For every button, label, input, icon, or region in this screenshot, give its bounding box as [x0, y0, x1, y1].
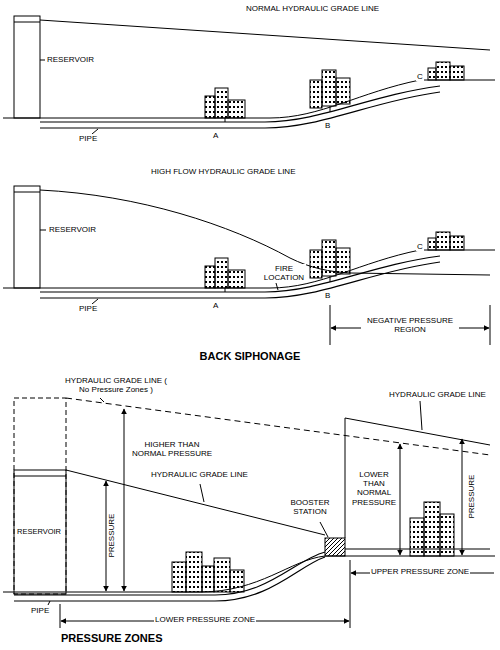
label-text: B [324, 291, 331, 300]
zone-bracket [350, 560, 351, 628]
pipe [40, 86, 440, 122]
label-text: UPPER PRESSURE ZONE [370, 567, 470, 576]
reservoir [14, 470, 66, 594]
label-text: PIPE [78, 304, 98, 313]
label-text: LOWER THAN NORMAL PRESSURE [350, 470, 398, 507]
pipe [14, 552, 325, 595]
reservoir [14, 16, 40, 118]
caption-text: BACK SIPHONAGE [199, 350, 302, 363]
pressure-arrow [124, 409, 125, 591]
pipe [40, 256, 440, 292]
label-text: B [324, 121, 331, 130]
label-text: HYDRAULIC GRADE LINE [388, 390, 487, 399]
label-text: PIPE [78, 134, 98, 143]
label-text: PRESSURE [467, 474, 476, 520]
label-text: HYDRAULIC GRADE LINE ( No Pressure Zones… [60, 376, 172, 394]
reservoir-extension [14, 398, 66, 594]
label-text: HYDRAULIC GRADE LINE [150, 470, 249, 479]
label-text: NEGATIVE PRESSURE REGION [361, 316, 459, 334]
panel-high-flow [3, 186, 495, 345]
hydraulic-grade-line [345, 418, 490, 445]
label-text: RESERVOIR [16, 528, 62, 537]
label-text: PIPE [30, 606, 50, 615]
label-text: A [212, 301, 219, 310]
hydraulic-grade-line [40, 20, 490, 50]
label-text: NORMAL HYDRAULIC GRADE LINE [245, 4, 380, 13]
label-text: HIGH FLOW HYDRAULIC GRADE LINE [150, 167, 296, 176]
label-text: RESERVOIR [46, 55, 95, 64]
reservoir [14, 186, 40, 288]
ground [3, 80, 495, 118]
panel-normal [3, 16, 495, 134]
ground [3, 556, 495, 592]
label-text: LOWER PRESSURE ZONE [154, 615, 256, 624]
label-text: HIGHER THAN NORMAL PRESSURE [130, 440, 214, 458]
ground [3, 250, 495, 288]
buildings [205, 232, 464, 288]
label-text: FIRE LOCATION [262, 264, 306, 282]
booster-station [325, 538, 345, 556]
label-text: BOOSTER STATION [286, 498, 334, 516]
label-text: C [416, 72, 424, 81]
caption-text: PRESSURE ZONES [60, 632, 163, 645]
buildings [205, 62, 464, 118]
label-text: PRESSURE [107, 513, 116, 559]
label-text: C [416, 242, 424, 251]
panel-pressure-zones [3, 398, 495, 628]
label-text: RESERVOIR [48, 225, 97, 234]
hydraulic-grade-line [40, 190, 490, 275]
region-bracket [330, 305, 331, 345]
label-text: A [212, 131, 219, 140]
